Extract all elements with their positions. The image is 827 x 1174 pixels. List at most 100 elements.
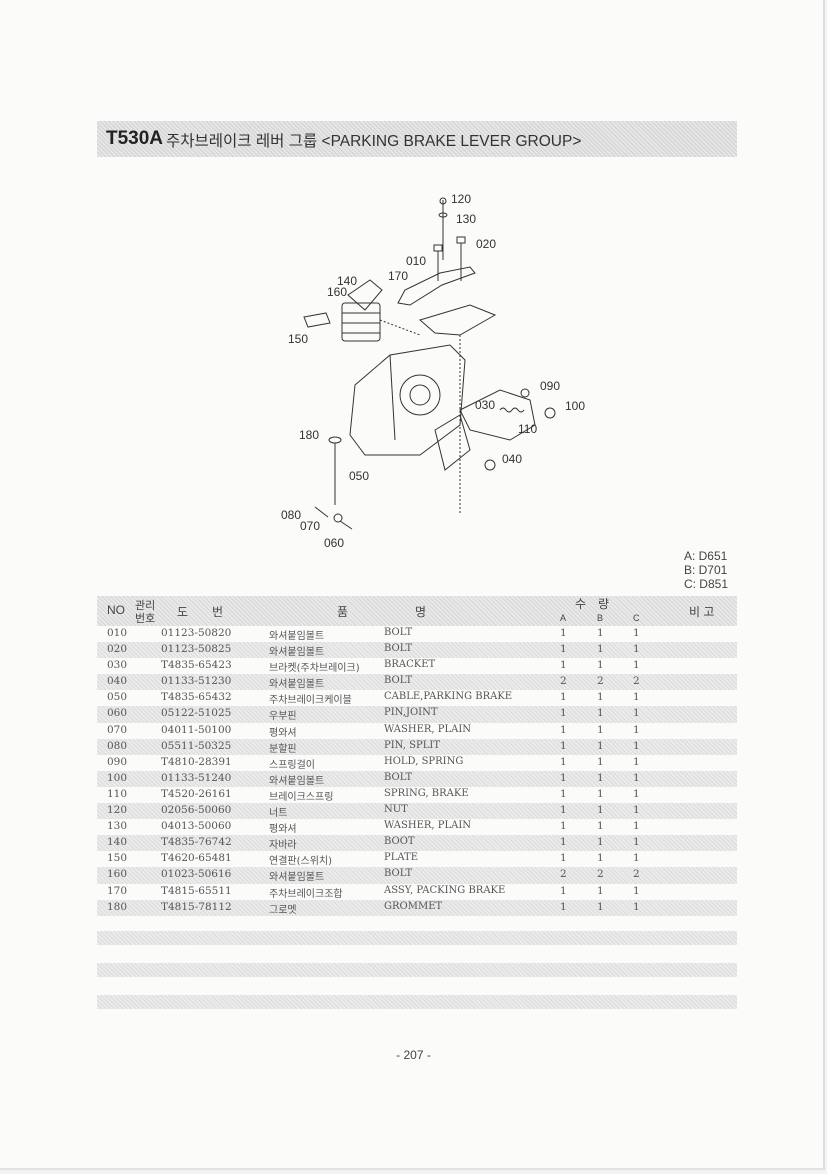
drawing-number: T4810-28391: [161, 755, 232, 768]
pin-060-shape: [333, 513, 343, 523]
korean-name: 와셔붙임볼트: [269, 872, 325, 884]
qty-b: 1: [597, 627, 604, 639]
bolt-020-head: [456, 236, 466, 244]
boot-140-shape: [347, 279, 383, 311]
callout-180: 180: [299, 428, 319, 442]
part-no: 140: [107, 836, 128, 849]
washer-130-shape: [438, 212, 448, 218]
part-no: 120: [107, 804, 128, 817]
drawing-number: 01133-51230: [161, 675, 232, 688]
korean-name: 와셔붙임볼트: [269, 679, 325, 691]
grommet-180-shape: [328, 436, 342, 444]
callout-120: 120: [451, 192, 471, 206]
english-name: BOOT: [384, 836, 415, 848]
blank-row-band: [97, 963, 737, 977]
qty-c: 1: [633, 900, 640, 913]
drawing-number: 02056-50060: [161, 804, 232, 817]
qty-a: 1: [560, 884, 567, 897]
callout-150: 150: [288, 332, 308, 346]
qty-b: 2: [597, 868, 604, 881]
korean-name: 평와셔: [269, 727, 297, 739]
qty-b: 2: [597, 675, 604, 688]
qty-c: 1: [633, 755, 640, 768]
korean-name: 와셔붙임볼트: [269, 647, 325, 659]
callout-070: 070: [300, 519, 320, 533]
korean-name: 주차브레이크조합: [269, 888, 343, 900]
qty-c: 1: [633, 643, 640, 656]
page-number: - 207 -: [396, 1048, 431, 1062]
english-name: CABLE,PARKING BRAKE: [384, 691, 513, 703]
bolt-040-shape: [484, 459, 496, 471]
korean-name: 분할핀: [269, 743, 297, 755]
part-no: 110: [107, 787, 128, 800]
qty-a: 1: [560, 852, 567, 865]
korean-name: 브레이크스프링: [269, 791, 334, 803]
drawing-number: 01123-50825: [161, 643, 232, 656]
qty-b: 1: [597, 787, 604, 800]
blank-row-band: [97, 931, 737, 945]
qty-a: 1: [560, 643, 567, 656]
qty-b: 1: [597, 659, 604, 672]
drawing-number: 04011-50100: [161, 723, 232, 736]
model-legend: A: D651 B: D701 C: D851: [684, 549, 728, 591]
qty-c: 2: [633, 868, 640, 881]
qty-c: 1: [633, 627, 640, 639]
bolt-100-shape: [544, 407, 556, 419]
header-mgmt-bottom: 번호: [135, 613, 156, 625]
english-name: WASHER, PLAIN: [384, 820, 472, 832]
qty-a: 1: [560, 691, 567, 704]
qty-a: 1: [560, 900, 567, 913]
english-name: PLATE: [384, 852, 419, 864]
drawing-number: 04013-50060: [161, 820, 232, 833]
drawing-number: 05511-50325: [161, 739, 232, 752]
english-name: ASSY, PACKING BRAKE: [384, 884, 506, 896]
callout-170: 170: [388, 269, 408, 283]
qty-b: 1: [597, 707, 604, 720]
qty-c: 1: [633, 804, 640, 817]
blank-row-band: [97, 995, 737, 1009]
part-no: 130: [107, 820, 128, 833]
qty-c: 2: [633, 675, 640, 688]
qty-a: 1: [560, 659, 567, 672]
english-name: BOLT: [384, 675, 413, 687]
callout-010: 010: [406, 254, 426, 268]
english-name: BOLT: [384, 868, 413, 880]
callout-130: 130: [456, 212, 476, 226]
header-col-b: B: [597, 613, 604, 623]
qty-a: 1: [560, 723, 567, 736]
spring-110-shape: [499, 407, 525, 413]
qty-a: 1: [560, 771, 567, 784]
part-no: 050: [107, 691, 128, 704]
header-col-c: C: [633, 613, 640, 623]
nut-120-shape: [439, 197, 447, 205]
qty-b: 1: [597, 771, 604, 784]
part-no: 180: [107, 900, 128, 913]
korean-name: 우부핀: [269, 711, 297, 723]
qty-a: 1: [560, 787, 567, 800]
title-bar: T530A 주차브레이크 레버 그룹 <PARKING BRAKE LEVER …: [97, 121, 737, 157]
bracket-030-shape: [459, 389, 536, 441]
qty-b: 1: [597, 820, 604, 833]
callout-140: 140: [337, 274, 357, 288]
boot-bellows-shape: [341, 302, 381, 342]
qty-b: 1: [597, 804, 604, 817]
english-name: BOLT: [384, 771, 413, 783]
qty-b: 1: [597, 723, 604, 736]
english-name: NUT: [384, 804, 408, 816]
korean-name: 와셔붙임볼트: [269, 775, 325, 787]
group-code: T530A: [106, 128, 164, 149]
housing-bore-shape: [399, 374, 441, 416]
english-name: BOLT: [384, 643, 413, 655]
qty-a: 2: [560, 868, 567, 881]
qty-b: 1: [597, 643, 604, 656]
